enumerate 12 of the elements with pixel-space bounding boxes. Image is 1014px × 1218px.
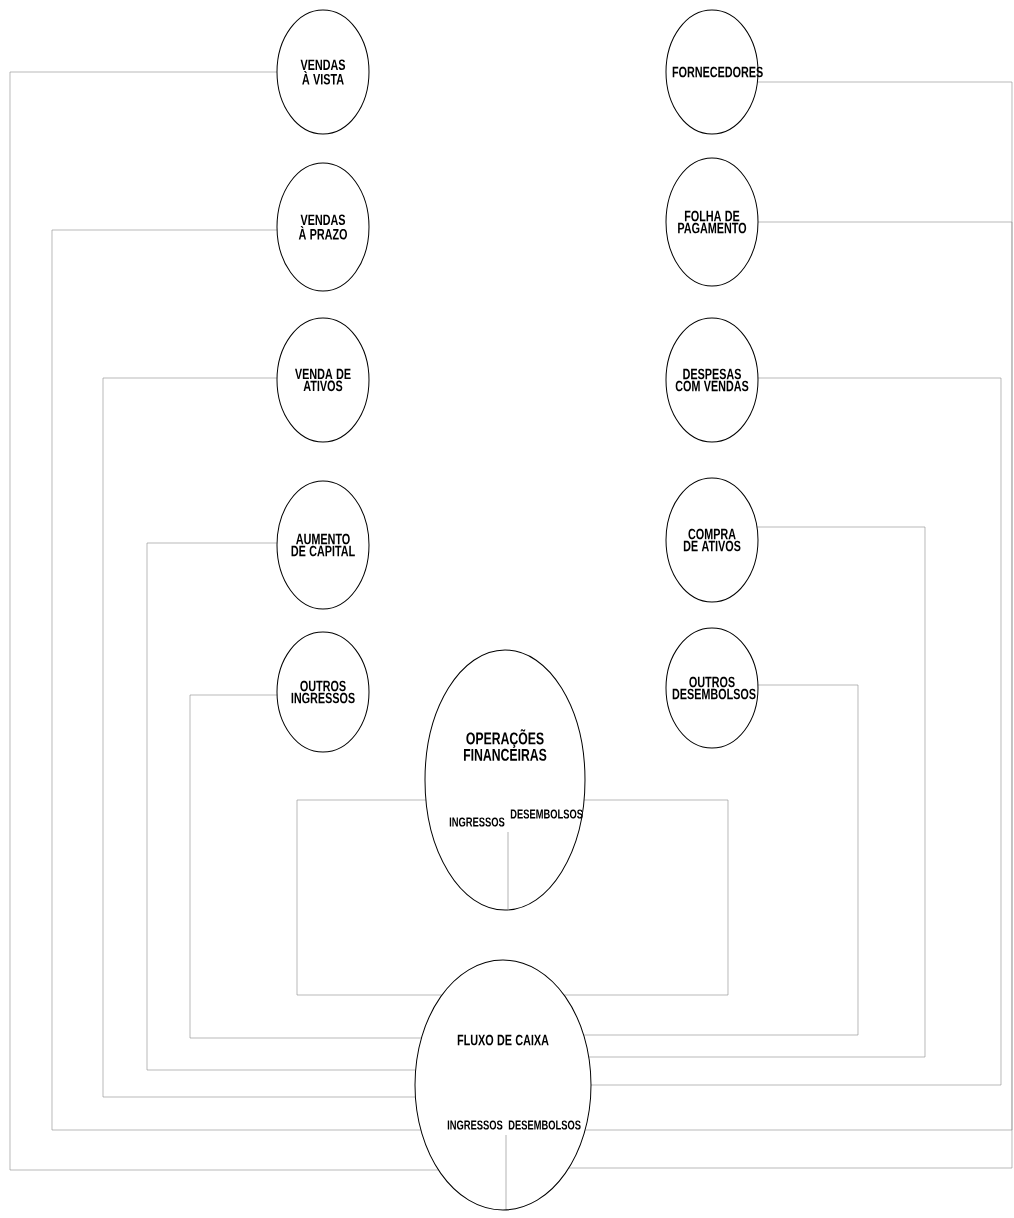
connector-line: [584, 221, 1013, 1131]
connector-line: [102, 377, 416, 1098]
connector-line: [583, 684, 859, 1036]
connector-line: [563, 799, 729, 996]
connector-line: [588, 526, 926, 1058]
connector-line: [568, 81, 1013, 1169]
connector-line: [296, 799, 443, 996]
connector-line: [189, 694, 422, 1039]
connector-line: [9, 71, 439, 1171]
connector-line: [590, 377, 1002, 1086]
connector-line: [146, 542, 416, 1071]
connector-line: [51, 229, 422, 1131]
